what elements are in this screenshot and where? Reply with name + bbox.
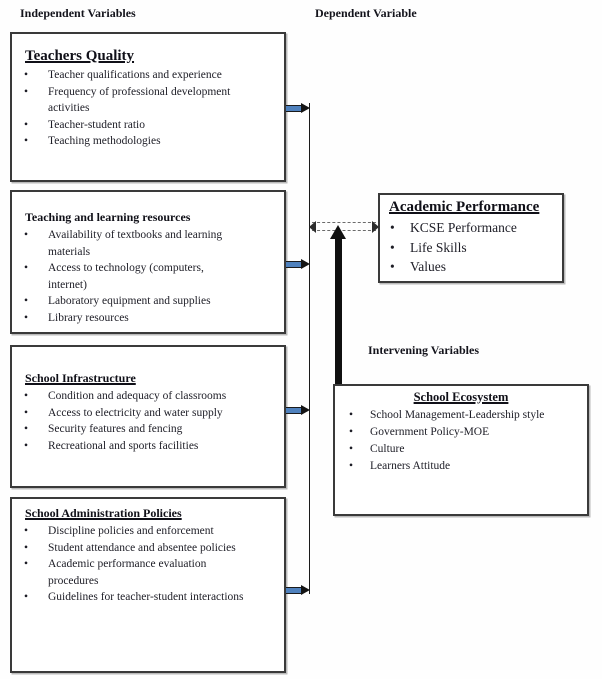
bullet-icon bbox=[390, 218, 410, 238]
bullet-item: Academic performance evaluation procedur… bbox=[12, 556, 284, 589]
connector-arrow-teachers-quality bbox=[286, 103, 311, 113]
bullet-item: Culture bbox=[335, 441, 587, 458]
bullet-icon bbox=[349, 424, 370, 441]
bullet-item: Teacher qualifications and experience bbox=[12, 67, 284, 84]
bullet-icon bbox=[349, 441, 370, 458]
bullet-item: Values bbox=[380, 257, 562, 277]
box-title: Teachers Quality bbox=[25, 48, 135, 64]
box-title: School Administration Policies bbox=[25, 506, 182, 520]
school-ecosystem-box: School Ecosystem School Management-Leade… bbox=[333, 384, 589, 516]
school-administration-policies-box: School Administration Policies Disciplin… bbox=[10, 497, 286, 673]
arrowhead-right-icon bbox=[301, 585, 310, 595]
box-title: School Ecosystem bbox=[413, 390, 509, 404]
connector-arrow-school-infrastructure bbox=[286, 405, 311, 415]
box-title: School Infrastructure bbox=[25, 371, 136, 385]
bullet-icon bbox=[24, 438, 48, 455]
bullet-item: Condition and adequacy of classrooms bbox=[12, 388, 284, 405]
bullet-item: Teaching methodologies bbox=[12, 133, 284, 150]
bullet-icon bbox=[24, 67, 48, 84]
bullet-icon bbox=[24, 540, 48, 557]
bullet-icon bbox=[24, 260, 48, 293]
bullet-item: Life Skills bbox=[380, 238, 562, 258]
bullet-item: Student attendance and absentee policies bbox=[12, 540, 284, 557]
arrowhead-left-icon bbox=[309, 221, 316, 233]
dependent-variable-heading: Dependent Variable bbox=[315, 6, 417, 20]
bullet-icon bbox=[349, 458, 370, 475]
intervening-variables-heading: Intervening Variables bbox=[368, 343, 480, 357]
connector-bar bbox=[286, 407, 303, 414]
independent-variables-heading: Independent Variables bbox=[20, 6, 136, 20]
bullet-item: Frequency of professional development ac… bbox=[12, 84, 284, 117]
bullet-icon bbox=[24, 388, 48, 405]
bullet-icon bbox=[390, 238, 410, 258]
teachers-quality-box: Teachers Quality Teacher qualifications … bbox=[10, 32, 286, 182]
bullet-icon bbox=[24, 589, 48, 606]
bullet-item: Recreational and sports facilities bbox=[12, 438, 284, 455]
bullet-icon bbox=[24, 523, 48, 540]
connector-bar bbox=[286, 105, 303, 112]
bullet-icon bbox=[24, 405, 48, 422]
bullet-item: Guidelines for teacher-student interacti… bbox=[12, 589, 284, 606]
collector-line bbox=[309, 103, 310, 594]
arrowhead-right-icon bbox=[372, 221, 379, 233]
bullet-icon bbox=[24, 556, 48, 589]
bullet-item: Availability of textbooks and learning m… bbox=[12, 227, 284, 260]
bullet-icon bbox=[24, 421, 48, 438]
bullet-item: Library resources bbox=[12, 310, 284, 327]
bullet-item: School Management-Leadership style bbox=[335, 407, 587, 424]
box-title: Teaching and learning resources bbox=[25, 210, 191, 224]
bullet-icon bbox=[24, 84, 48, 117]
bullet-icon bbox=[24, 133, 48, 150]
bullet-icon bbox=[24, 227, 48, 260]
bullet-item: Learners Attitude bbox=[335, 458, 587, 475]
school-infrastructure-box: School Infrastructure Condition and adeq… bbox=[10, 345, 286, 488]
connector-arrow-teaching-resources bbox=[286, 259, 311, 269]
bullet-item: Teacher-student ratio bbox=[12, 117, 284, 134]
intervening-arrowhead-up-icon bbox=[329, 225, 346, 239]
arrowhead-right-icon bbox=[301, 103, 310, 113]
box-title: Academic Performance bbox=[389, 199, 540, 215]
connector-bar bbox=[286, 261, 303, 268]
connector-bar bbox=[286, 587, 303, 594]
arrowhead-right-icon bbox=[301, 259, 310, 269]
bullet-item: Access to technology (computers, interne… bbox=[12, 260, 284, 293]
bullet-icon bbox=[390, 257, 410, 277]
bullet-item: Laboratory equipment and supplies bbox=[12, 293, 284, 310]
bullet-item: Discipline policies and enforcement bbox=[12, 523, 284, 540]
teaching-learning-resources-box: Teaching and learning resources Availabi… bbox=[10, 190, 286, 334]
bullet-icon bbox=[24, 310, 48, 327]
bullet-icon bbox=[349, 407, 370, 424]
intervening-arrow-shaft bbox=[335, 239, 342, 384]
academic-performance-box: Academic Performance KCSE Performance Li… bbox=[378, 193, 564, 283]
bullet-icon bbox=[24, 293, 48, 310]
bullet-item: KCSE Performance bbox=[380, 218, 562, 238]
bullet-item: Security features and fencing bbox=[12, 421, 284, 438]
bullet-item: Access to electricity and water supply bbox=[12, 405, 284, 422]
bullet-item: Government Policy-MOE bbox=[335, 424, 587, 441]
connector-arrow-school-administration bbox=[286, 585, 311, 595]
arrowhead-right-icon bbox=[301, 405, 310, 415]
bullet-icon bbox=[24, 117, 48, 134]
